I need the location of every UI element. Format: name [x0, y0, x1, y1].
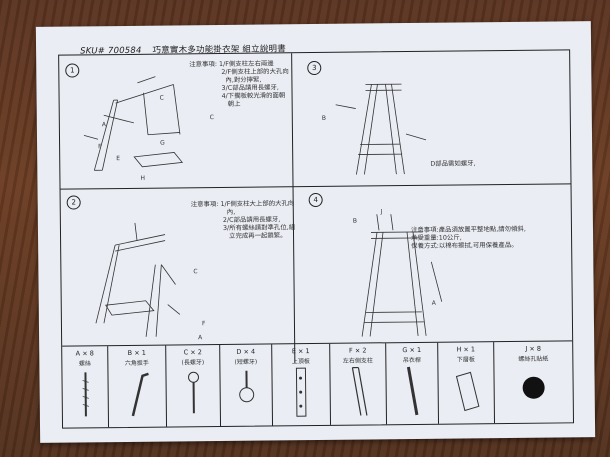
step-1-notes: 注意事項: 1/F側支柱左右兩邊 2/F側支柱上部的大孔向 內,對分擰緊, 3/…: [189, 59, 289, 108]
part-a: A × 8 螺絲: [62, 346, 110, 428]
step-1-diagram: [83, 76, 184, 171]
part-c: C × 2 (長螺牙): [166, 345, 222, 427]
instruction-sheet: SKU# 700584 巧意實木多功能掛衣架 組立說明書 1 注意事項: 1/F…: [35, 21, 596, 443]
part-j: J × 8 螺絲孔貼紙: [494, 341, 573, 423]
side-post-icon: [351, 366, 368, 416]
step-4-diagram: [361, 214, 443, 337]
parts-list: A × 8 螺絲 B × 1 六角扳手 C × 2 (長螺牙): [62, 341, 573, 428]
step-4-notes: 注意事項:產品須放置平整地點,請勿傾斜, 承受重量:10公斤, 保養方式:以棉布…: [410, 224, 526, 250]
short-bolt-icon: [239, 370, 255, 403]
bottom-shelf-icon: [455, 371, 480, 412]
part-g: G × 1 吊衣桿: [386, 342, 440, 425]
step-4-number: 4: [308, 192, 323, 208]
long-bolt-icon: [188, 371, 200, 414]
step-3-number: 3: [307, 60, 322, 76]
part-e: E × 1 上頂板: [272, 343, 332, 426]
instruction-frame: 1 注意事項: 1/F側支柱左右兩邊 2/F側支柱上部的大孔向 內,對分擰緊, …: [58, 49, 575, 429]
part-f: F × 2 左右側支柱: [330, 343, 388, 425]
top-board-icon: [295, 367, 307, 417]
part-d: D × 4 (短螺牙): [220, 344, 274, 426]
hex-key-icon: [131, 372, 149, 417]
step-3-notes: D部品需如螺牙,: [430, 159, 476, 168]
step-3-diagram: [335, 83, 427, 175]
screw-icon: [82, 372, 89, 417]
hole-sticker-icon: [522, 376, 545, 399]
step-2-notes: 注意事項: 1/F側支柱大上部的大孔向 內, 2/C部品請用長螺牙, 3/所有螺…: [190, 199, 296, 240]
step-2-diagram: [95, 222, 181, 337]
hanging-rod-icon: [406, 366, 419, 416]
part-h: H × 1 下層板: [438, 342, 496, 424]
part-b: B × 1 六角扳手: [108, 345, 168, 428]
